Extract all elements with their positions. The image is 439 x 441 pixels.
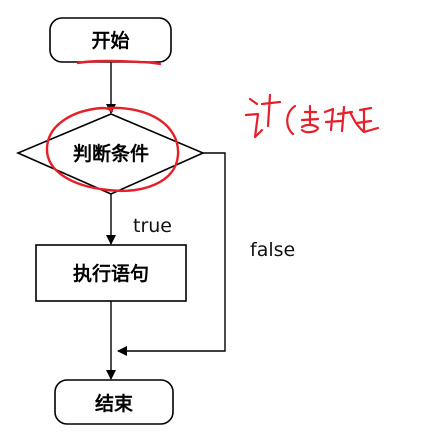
condition-node: 判断条件	[15, 113, 206, 195]
condition-node-label: 判断条件	[73, 142, 149, 165]
true-label: true	[133, 215, 172, 237]
false-branch-line	[117, 152, 226, 356]
handwritten-annotation	[244, 93, 380, 139]
red-underline-mark	[76, 59, 162, 66]
red-circle-mark	[45, 106, 180, 192]
statement-node: 执行语句	[35, 244, 187, 302]
end-node: 结束	[54, 379, 174, 425]
statement-node-label: 执行语句	[73, 262, 149, 285]
end-node-label: 结束	[95, 392, 134, 415]
start-node: 开始	[49, 17, 172, 63]
start-node-label: 开始	[91, 29, 129, 52]
false-label: false	[250, 239, 295, 261]
